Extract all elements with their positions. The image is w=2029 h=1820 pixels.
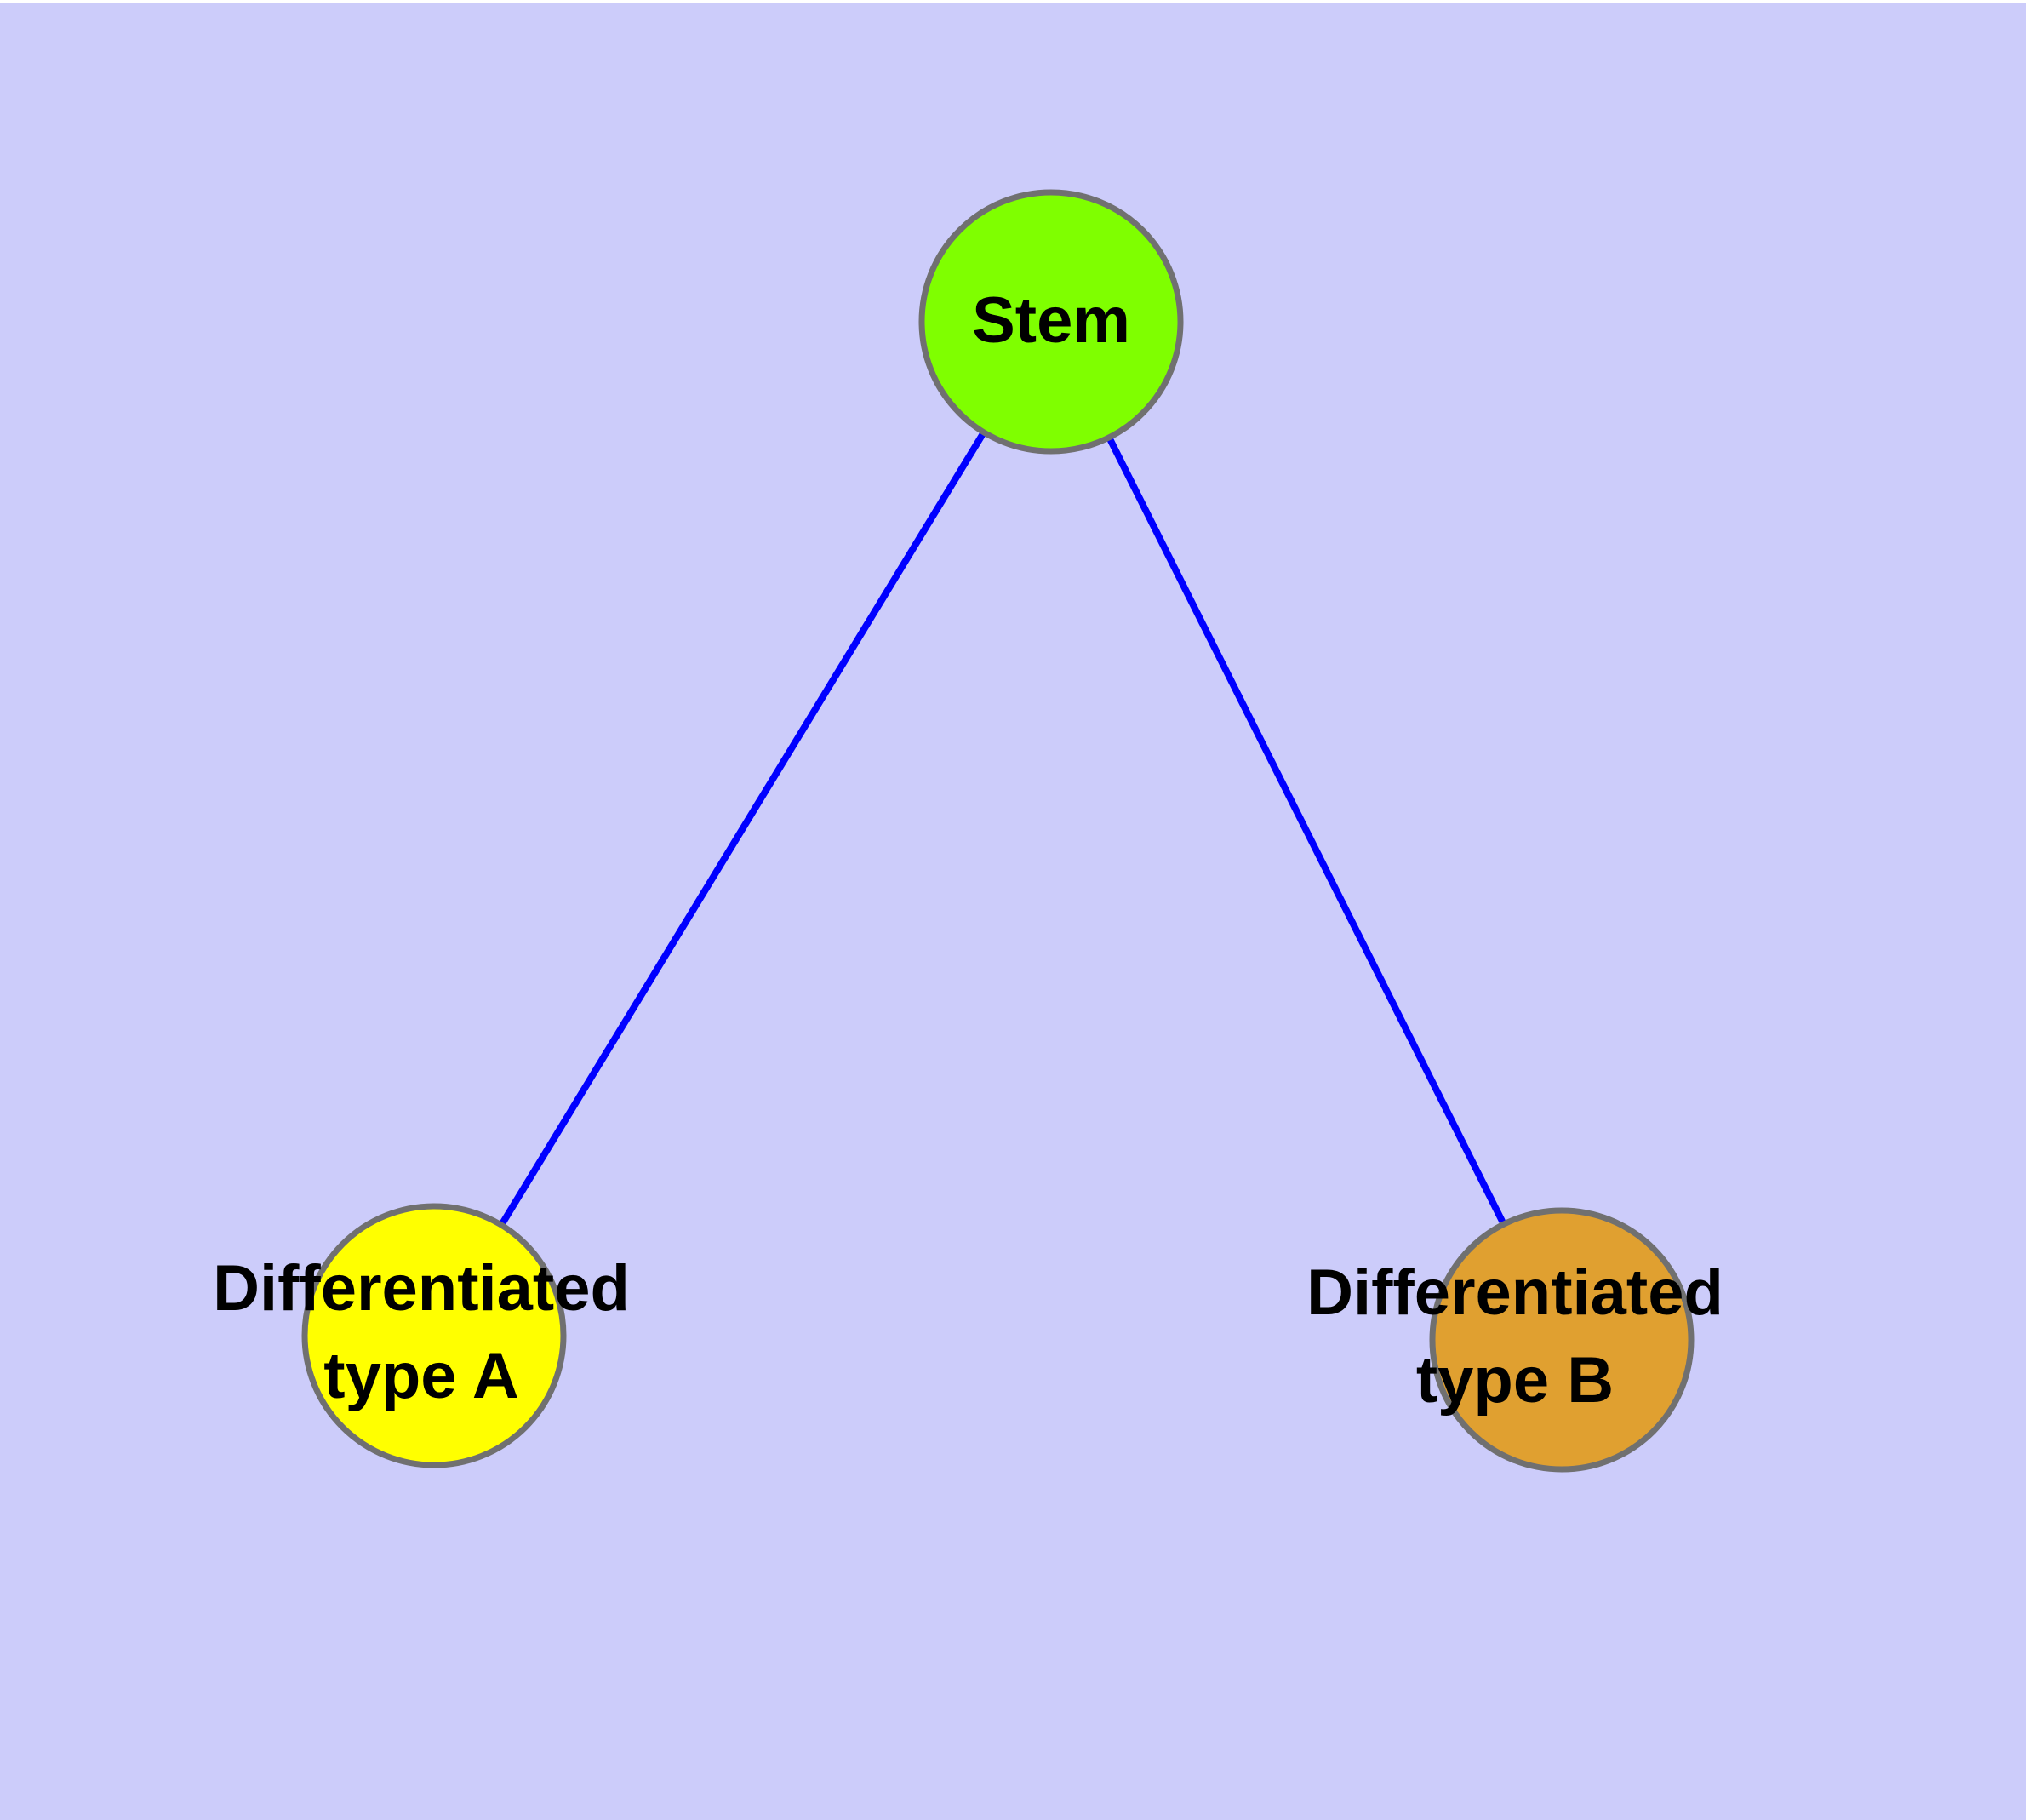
edge-stem-to-differentiated-b[interactable]	[1106, 436, 1507, 1226]
edge-layer	[498, 430, 1507, 1228]
node-stem-label: Stem	[972, 284, 1130, 357]
node-differentiated-b-label-line2: type B	[1416, 1344, 1614, 1417]
node-differentiated-a-label: Differentiated type A	[213, 1252, 630, 1412]
edge-stem-to-differentiated-a[interactable]	[498, 430, 987, 1228]
node-differentiated-b-label-line1: Differentiated	[1306, 1256, 1723, 1329]
graph-svg: Stem Differentiated type A Differentiate…	[213, 189, 1723, 1473]
node-differentiated-a-circle[interactable]	[301, 1203, 567, 1468]
node-stem-circle[interactable]	[918, 189, 1184, 455]
node-differentiated-a-label-line2: type A	[323, 1340, 518, 1412]
node-layer	[301, 189, 1695, 1473]
node-differentiated-a-label-line1: Differentiated	[213, 1252, 630, 1325]
node-differentiated-b-label: Differentiated type B	[1306, 1256, 1723, 1417]
label-layer: Stem Differentiated type A Differentiate…	[213, 284, 1723, 1417]
node-differentiated-b-circle[interactable]	[1429, 1207, 1695, 1473]
